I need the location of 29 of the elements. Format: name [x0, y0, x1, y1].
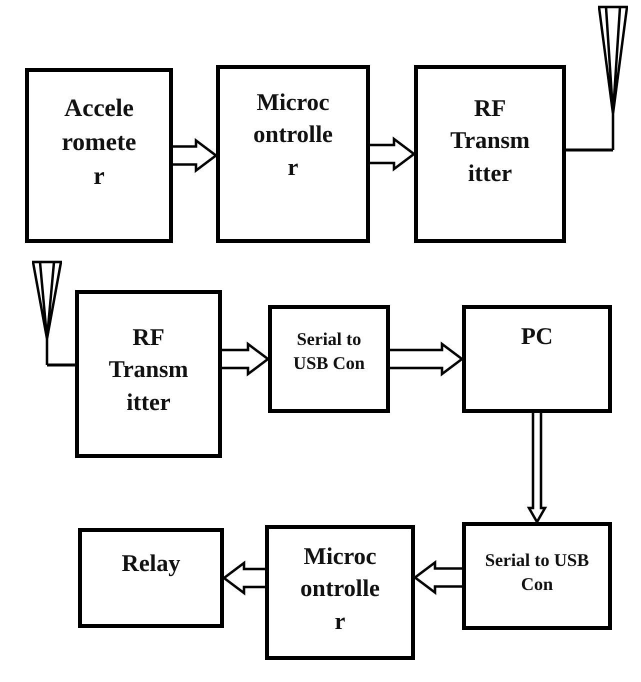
block-box [216, 65, 370, 243]
block-label: Microc ontrolle r [253, 89, 333, 183]
block-box [75, 290, 222, 458]
block-arrow [222, 560, 266, 596]
block-label: Accele romete r [62, 94, 136, 192]
block-label: RF Transm itter [108, 324, 188, 418]
block-label: Microc ontrolle r [300, 543, 380, 637]
antenna-icon [598, 5, 628, 150]
connector-line [47, 364, 75, 366]
block-box [414, 65, 566, 243]
block-arrow [220, 342, 270, 376]
block-box [462, 305, 612, 413]
block-label: Relay [122, 550, 180, 579]
block-label: PC [521, 323, 553, 352]
block-box [265, 525, 415, 660]
block-label: Serial to USB Con [484, 549, 590, 596]
block-arrow [388, 342, 464, 376]
block-box [25, 68, 173, 243]
block-arrow [368, 136, 416, 172]
block-arrow [172, 138, 218, 173]
block-label: Serial to USB Con [292, 328, 366, 376]
block-box [462, 522, 612, 630]
antenna-icon [32, 260, 62, 365]
block-arrow [526, 412, 548, 525]
block-box [268, 305, 390, 413]
block-arrow [412, 560, 464, 595]
block-label: RF Transm itter [450, 95, 530, 189]
block-box [78, 528, 224, 628]
connector-line [566, 148, 613, 152]
